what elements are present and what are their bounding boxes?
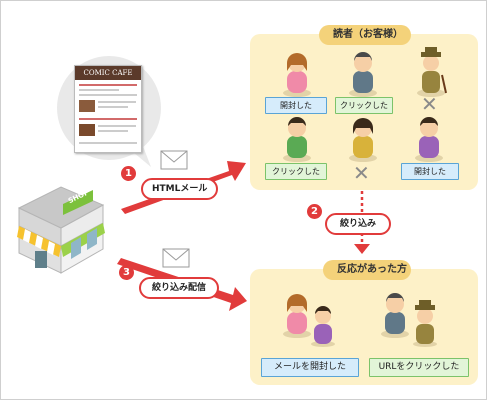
newsletter-header: COMIC CAFE [75, 66, 141, 80]
tag-opened-mail: メールを開封した [261, 358, 359, 377]
step-1-number: 1 [121, 166, 136, 181]
tag-clicked: クリックした [335, 97, 393, 114]
reader-person-1 [283, 53, 311, 97]
step-1-label: HTMLメール [141, 178, 218, 200]
shop-icon [17, 186, 105, 274]
tag-clicked-url: URLをクリックした [369, 358, 469, 377]
filter-connector [354, 191, 370, 254]
reader-person-5 [349, 118, 377, 162]
envelope-icon [160, 150, 188, 170]
reader-person-4 [283, 117, 311, 162]
step-2-number: 2 [307, 204, 322, 219]
reader-person-2 [349, 52, 377, 97]
envelope-icon [162, 248, 190, 268]
reader-person-6 [415, 117, 443, 162]
reader-person-3 [417, 47, 447, 97]
readers-panel-title: 読者（お客様） [319, 25, 411, 45]
tag-clicked: クリックした [265, 163, 327, 180]
responder-person-4 [413, 300, 437, 347]
responder-person-1 [283, 294, 311, 338]
newsletter-thumbnail: COMIC CAFE [74, 65, 142, 153]
responders-panel-title: 反応があった方 [323, 260, 411, 280]
excluded-x-icon: ✕ [353, 161, 370, 185]
tag-opened: 開封した [401, 163, 459, 180]
responder-person-3 [381, 293, 409, 338]
responder-person-2 [311, 306, 335, 347]
step-3-label: 絞り込み配信 [139, 277, 219, 299]
excluded-x-icon: ✕ [421, 92, 438, 116]
step-3-number: 3 [119, 265, 134, 280]
tag-opened: 開封した [265, 97, 327, 114]
step-2-label: 絞り込み [325, 213, 391, 235]
